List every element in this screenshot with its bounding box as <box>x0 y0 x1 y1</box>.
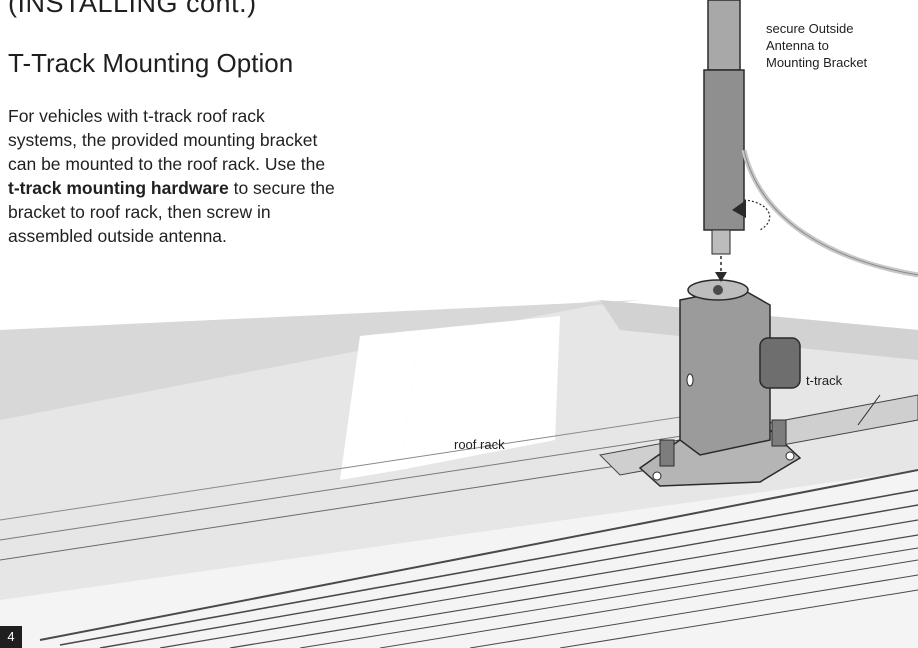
mounting-plate <box>638 419 802 487</box>
t-track-leader-line <box>857 394 881 426</box>
antenna-callout-line3: Mounting Bracket <box>766 55 868 70</box>
antenna-callout-line2: Antenna to <box>766 38 829 53</box>
page-number-badge: 4 <box>0 626 22 648</box>
instructions-bold: t-track mounting hardware <box>8 178 229 198</box>
page-title: T-Track Mounting Option <box>8 48 294 78</box>
t-track-callout: t-track <box>806 373 843 388</box>
section-header: (INSTALLING cont.) <box>8 0 257 18</box>
outside-antenna <box>703 0 745 282</box>
instructions-part2: to secure the bracket to roof rack, then… <box>8 178 335 246</box>
instructions-text: For vehicles with t-track roof rack syst… <box>8 104 338 248</box>
instructions-part1: For vehicles with t-track roof rack syst… <box>8 106 326 174</box>
antenna-cable <box>741 149 918 278</box>
mounting-bracket <box>679 279 801 456</box>
antenna-callout-line1: secure Outside <box>766 21 854 36</box>
antenna-callout: secure Outside Antenna to Mounting Brack… <box>766 20 906 71</box>
roof-rack-slats <box>0 399 918 648</box>
rotation-arrow <box>732 199 771 231</box>
roof-rack-callout: roof rack <box>454 437 505 452</box>
